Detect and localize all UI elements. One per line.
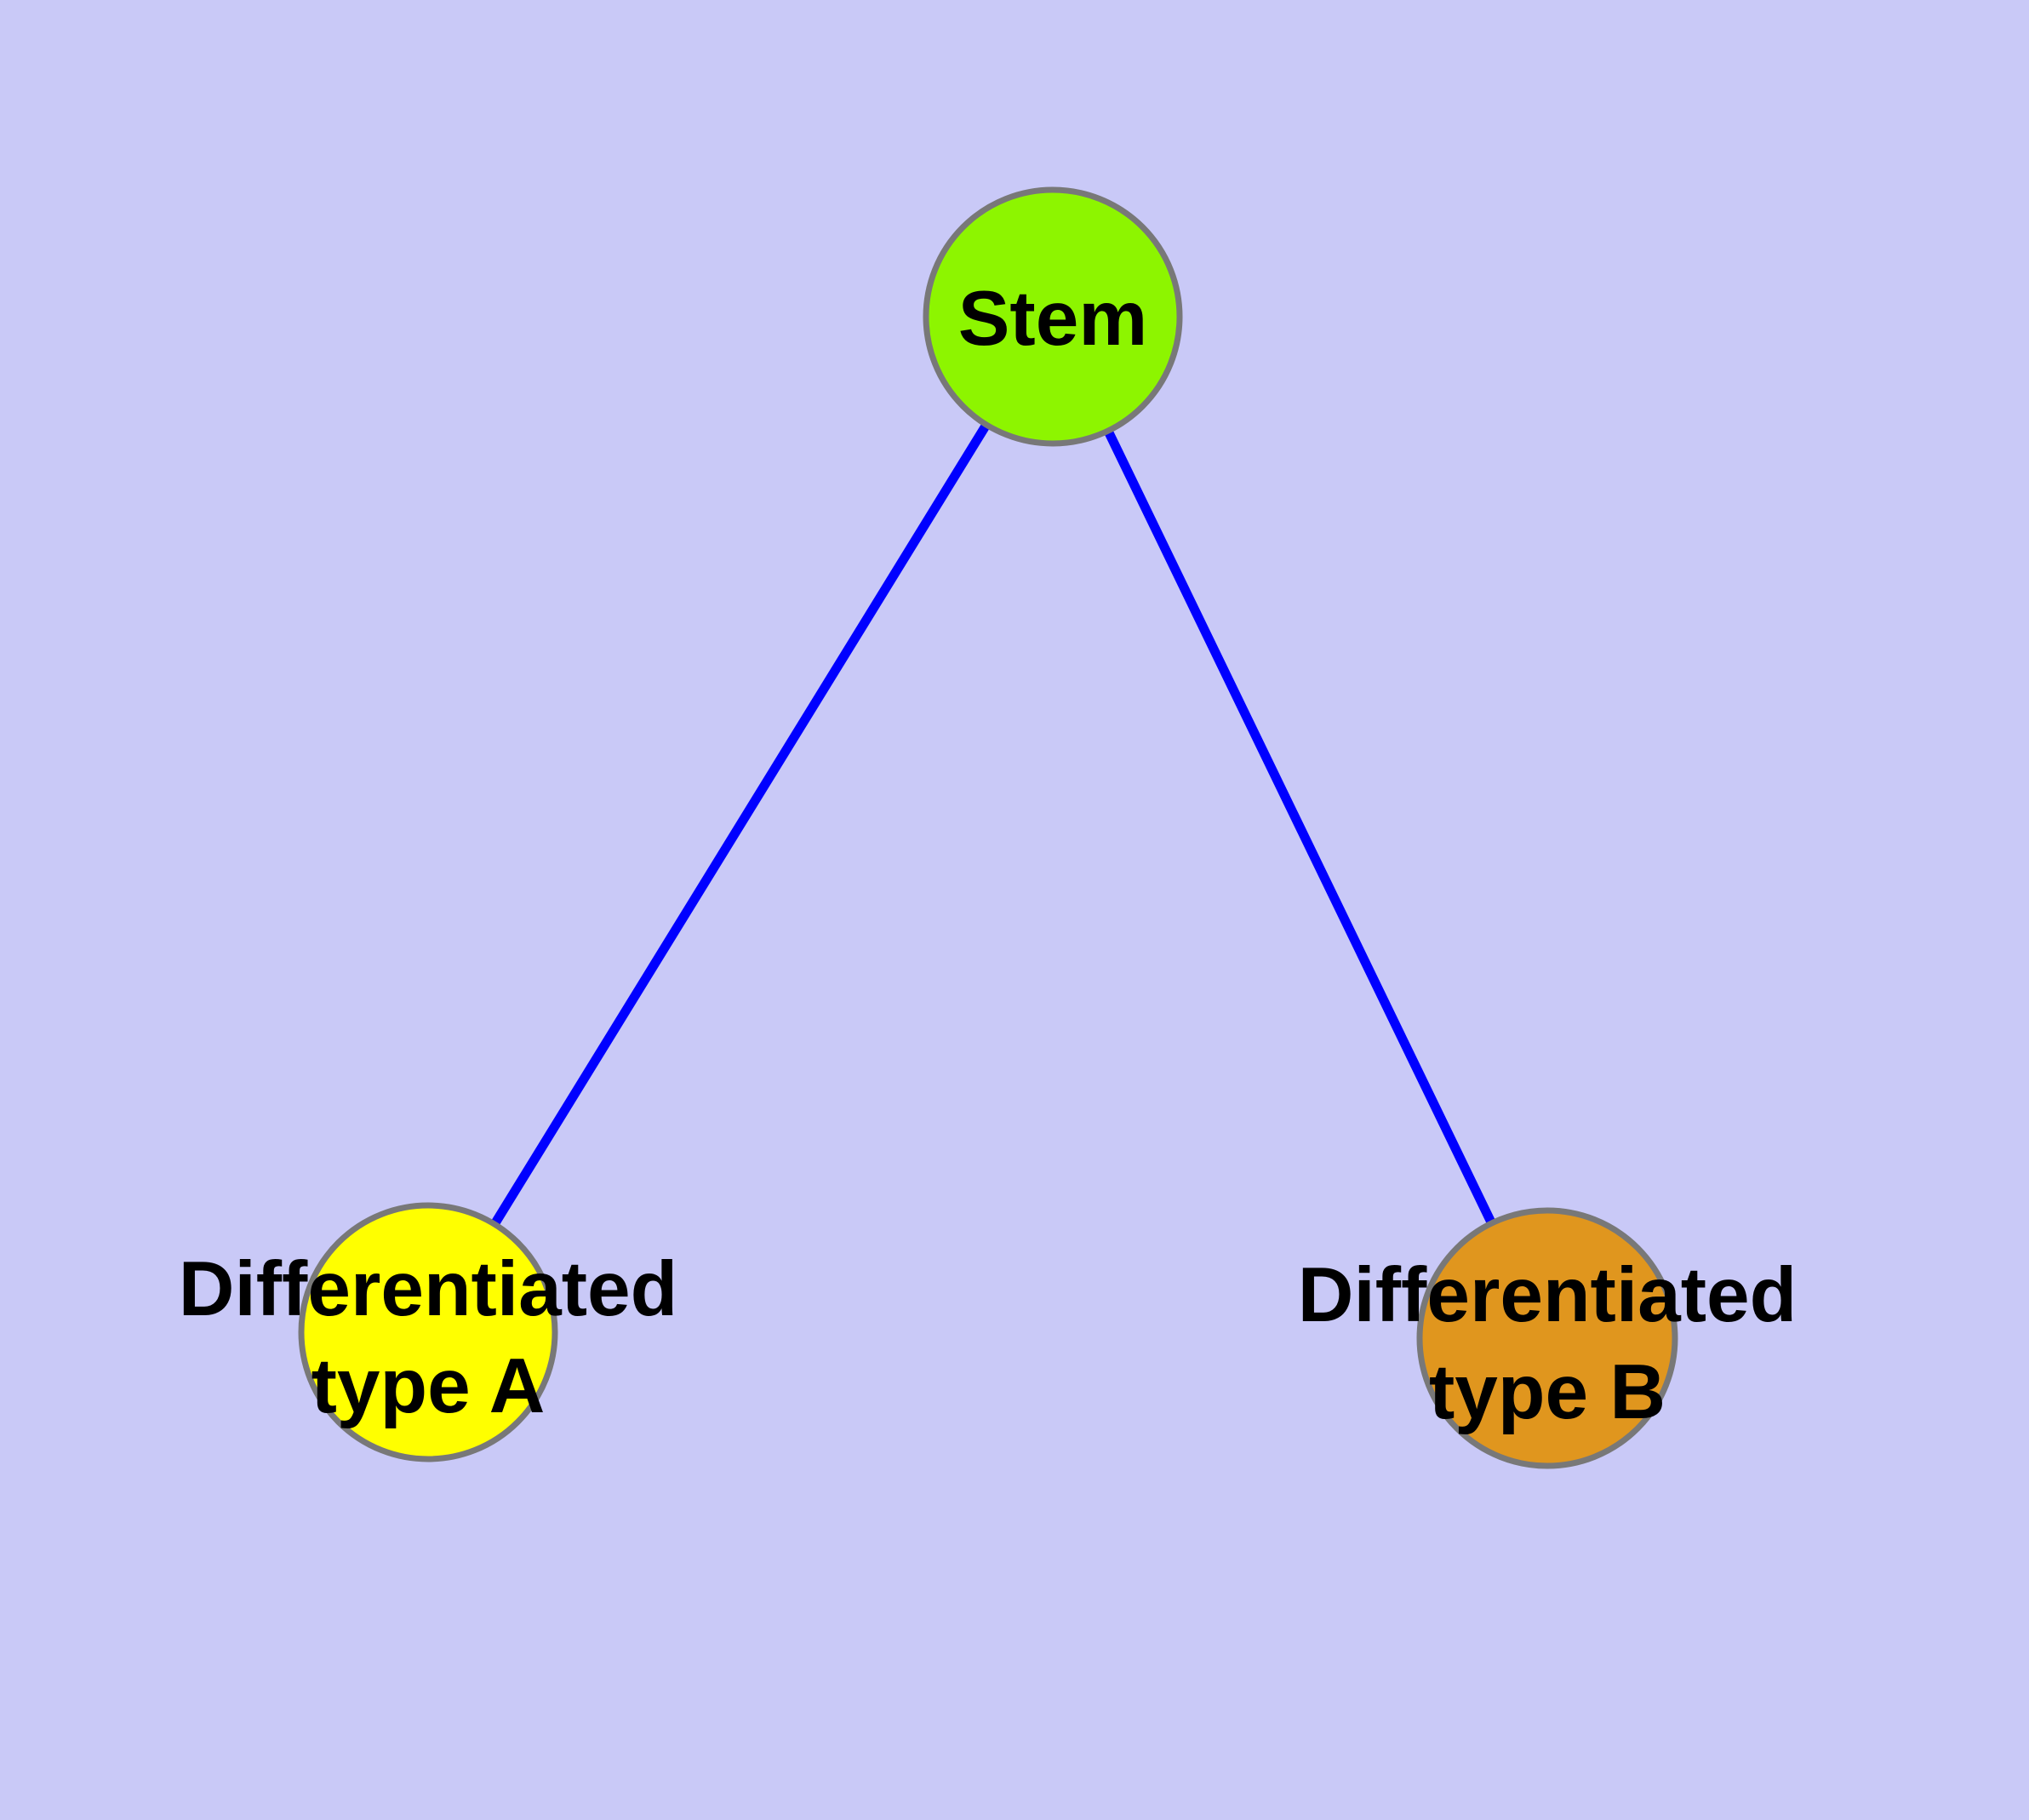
node-stem-label: Stem	[958, 276, 1148, 362]
node-stem-circle	[923, 186, 1183, 447]
node-type-b-label-line2: type B	[1429, 1349, 1666, 1435]
edge-stem-to-type-b	[1048, 312, 1552, 1343]
node-type-a-label-line2: type A	[311, 1343, 546, 1429]
node-type-b-circle	[1416, 1207, 1678, 1469]
node-type-a-circle	[298, 1202, 558, 1462]
edge-stem-to-type-a	[423, 312, 1058, 1337]
node-type-a-label-line1: Differentiated	[179, 1246, 678, 1332]
node-type-b-label-line1: Differentiated	[1298, 1252, 1798, 1338]
